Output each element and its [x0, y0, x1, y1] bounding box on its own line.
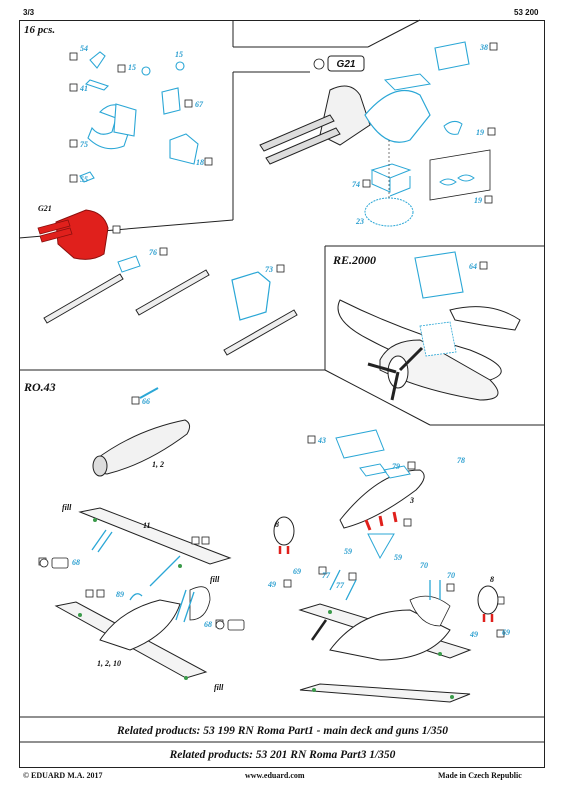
checkboxes-top-left [69, 52, 213, 183]
checkboxes-ro43 [38, 396, 505, 638]
part-70b: 70 [447, 571, 455, 580]
part-55: 55 [80, 175, 88, 184]
part-23: 23 [355, 217, 364, 226]
part-74: 74 [352, 180, 360, 189]
turret-drawing [259, 41, 491, 227]
g21-small-label: G21 [38, 204, 52, 213]
gun-barrels [43, 255, 298, 356]
g21-label: G21 [337, 59, 356, 70]
part-67: 67 [195, 100, 204, 109]
part-78: 78 [457, 456, 465, 465]
section-re2000: RE.2000 [333, 253, 377, 267]
pe-part-74 [370, 163, 412, 197]
ro43-fuselage-top [92, 387, 191, 477]
part-54: 54 [80, 44, 88, 53]
part-49a: 49 [267, 580, 276, 589]
part-19a: 19 [476, 128, 484, 137]
part-69b: 69 [502, 628, 510, 637]
part-43: 43 [317, 436, 326, 445]
related-products-2: Related products: 53 201 RN Roma Part3 1… [169, 749, 396, 761]
part-73: 73 [265, 265, 273, 274]
part-38: 38 [479, 43, 488, 52]
part-59b: 59 [394, 553, 402, 562]
part-18: 18 [196, 158, 204, 167]
fill-label: fill [62, 503, 72, 512]
page-number: 3/3 [23, 8, 35, 17]
part-68a: 68 [72, 558, 80, 567]
checkboxes-guns [159, 42, 498, 273]
pe-part-turret-shield [364, 89, 431, 143]
part-89: 89 [116, 590, 124, 599]
pe-part-64 [414, 251, 464, 299]
part-64: 64 [469, 262, 477, 271]
re2000-airplane [337, 251, 521, 401]
product-code: 53 200 [514, 8, 539, 17]
part-77b: 77 [336, 581, 345, 590]
ro43-biplane-left [54, 507, 232, 680]
part-19b: 19 [474, 196, 482, 205]
part-68b: 68 [204, 620, 212, 629]
fill-label: fill [210, 575, 220, 584]
part-8a: 8 [275, 520, 279, 529]
part-70a: 70 [420, 561, 428, 570]
part-8b: 8 [490, 575, 494, 584]
section-ro43: RO.43 [24, 380, 56, 394]
fill-label: fill [214, 683, 224, 692]
note-1-2: 1, 2 [152, 460, 164, 469]
pe-part-73 [231, 271, 271, 321]
part-15a: 15 [128, 63, 136, 72]
part-79: 79 [392, 462, 400, 471]
crane-pe-parts [79, 51, 199, 183]
notes: 1, 2 1, 2, 10 fill fill fill [62, 460, 224, 692]
step-boxes [39, 557, 245, 631]
part-76: 76 [149, 248, 157, 257]
note-1-2-10: 1, 2, 10 [97, 659, 121, 668]
pe-part-38 [434, 41, 470, 71]
part-11: 11 [143, 521, 151, 530]
made-in: Made in Czech Republic [438, 771, 522, 780]
part-15b: 15 [175, 50, 183, 59]
g21-box: G21 [313, 55, 365, 72]
part-49b: 49 [469, 630, 478, 639]
part-41: 41 [79, 84, 88, 93]
website: www.eduard.com [245, 771, 305, 780]
pe-part-23 [364, 197, 414, 227]
part-77a: 77 [322, 571, 331, 580]
instruction-frame [19, 20, 545, 768]
part-number-labels: 54 41 15 15 67 75 18 55 38 19 19 74 23 7… [57, 43, 510, 639]
related-products-1: Related products: 53 199 RN Roma Part1 -… [117, 725, 448, 737]
pieces-count: 16 pcs. [24, 24, 56, 36]
part-59a: 59 [344, 547, 352, 556]
part-66: 66 [142, 397, 150, 406]
resin-turret-g21 [37, 209, 121, 260]
part-3: 3 [409, 496, 414, 505]
part-69a: 69 [293, 567, 301, 576]
copyright: © EDUARD M.A. 2017 [23, 771, 103, 780]
part-75: 75 [80, 140, 88, 149]
ro43-biplane-right [273, 429, 499, 703]
